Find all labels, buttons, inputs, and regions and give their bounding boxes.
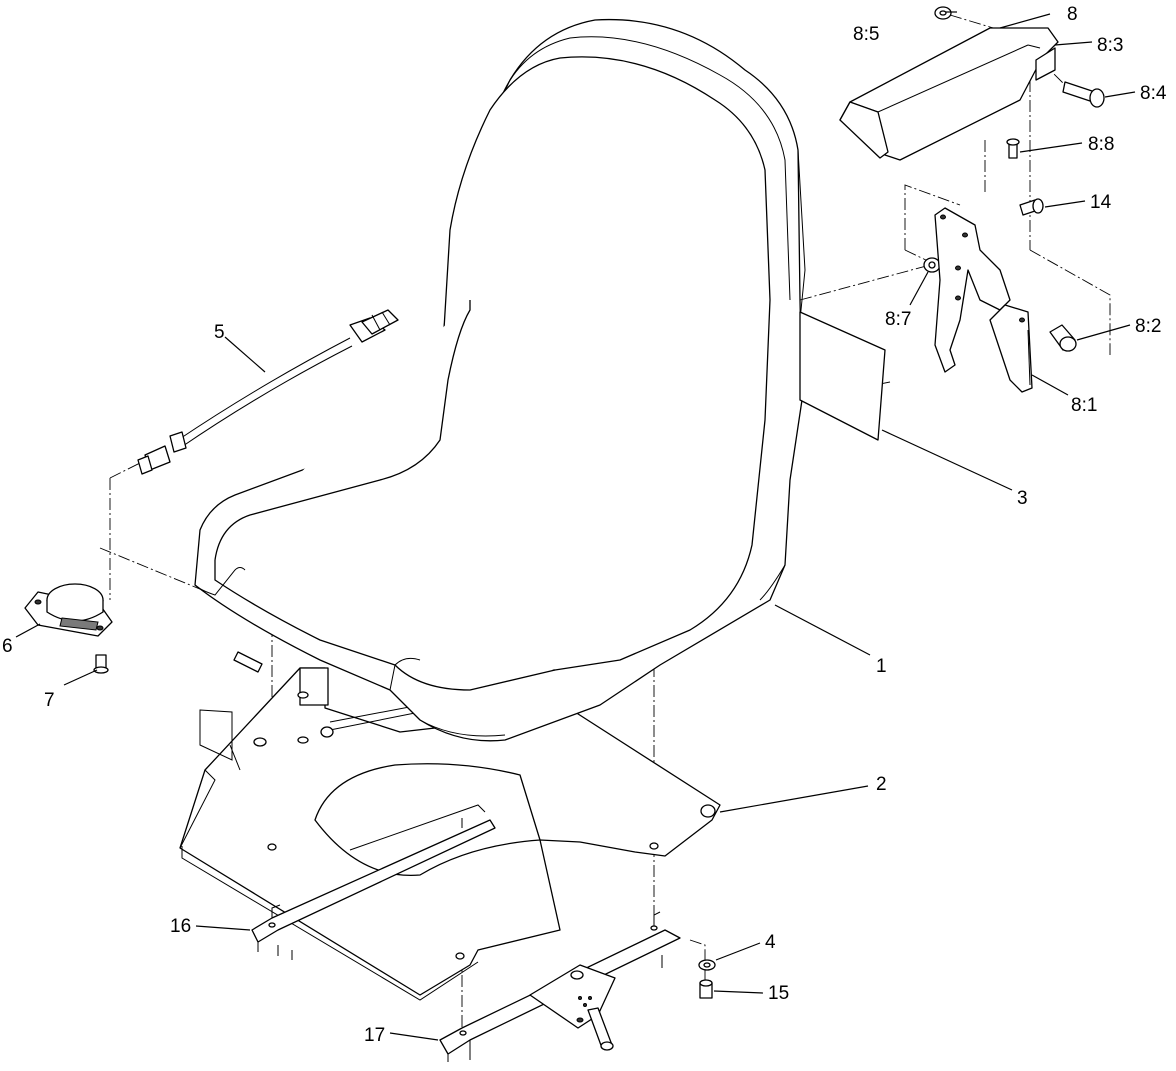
rear-pad	[799, 311, 886, 441]
callout-7: 7	[44, 690, 55, 711]
callout-14: 14	[1090, 192, 1112, 213]
wire-harness	[137, 309, 399, 475]
seat-switch	[24, 583, 113, 637]
callout-8-1: 8:1	[1071, 395, 1097, 416]
armrest-hardware	[923, 6, 1105, 352]
callout-8: 8	[1067, 4, 1078, 25]
slide-rail-left	[251, 804, 496, 960]
callout-8-5: 8:5	[853, 24, 879, 45]
callout-8-2: 8:2	[1135, 316, 1161, 337]
callout-4: 4	[765, 932, 776, 953]
callout-labels: 1 2 3 4 5 6 7 8 8:1 8:2 8:3 8:4 8:5 8:7 …	[2, 4, 1167, 1046]
washer-part-4	[698, 959, 716, 971]
callout-1: 1	[876, 656, 887, 677]
callout-2: 2	[876, 774, 887, 795]
slide-rail-right	[439, 911, 681, 1062]
bolt-part-15	[699, 979, 713, 999]
callout-8-4: 8:4	[1140, 83, 1167, 104]
callout-8-8: 8:8	[1088, 134, 1114, 155]
switch-screw	[93, 654, 109, 674]
armrest-cushion	[839, 27, 1059, 161]
callout-3: 3	[1017, 488, 1028, 509]
callout-17: 17	[364, 1025, 385, 1046]
leader-lines	[15, 11, 1136, 1041]
callout-5: 5	[214, 322, 225, 343]
callout-16: 16	[170, 916, 191, 937]
callout-8-3: 8:3	[1097, 35, 1123, 56]
callout-15: 15	[768, 983, 789, 1004]
armrest-bracket	[934, 207, 1033, 393]
seat-cushion	[194, 18, 806, 742]
callout-6: 6	[2, 636, 13, 657]
callout-8-7: 8:7	[885, 309, 911, 330]
